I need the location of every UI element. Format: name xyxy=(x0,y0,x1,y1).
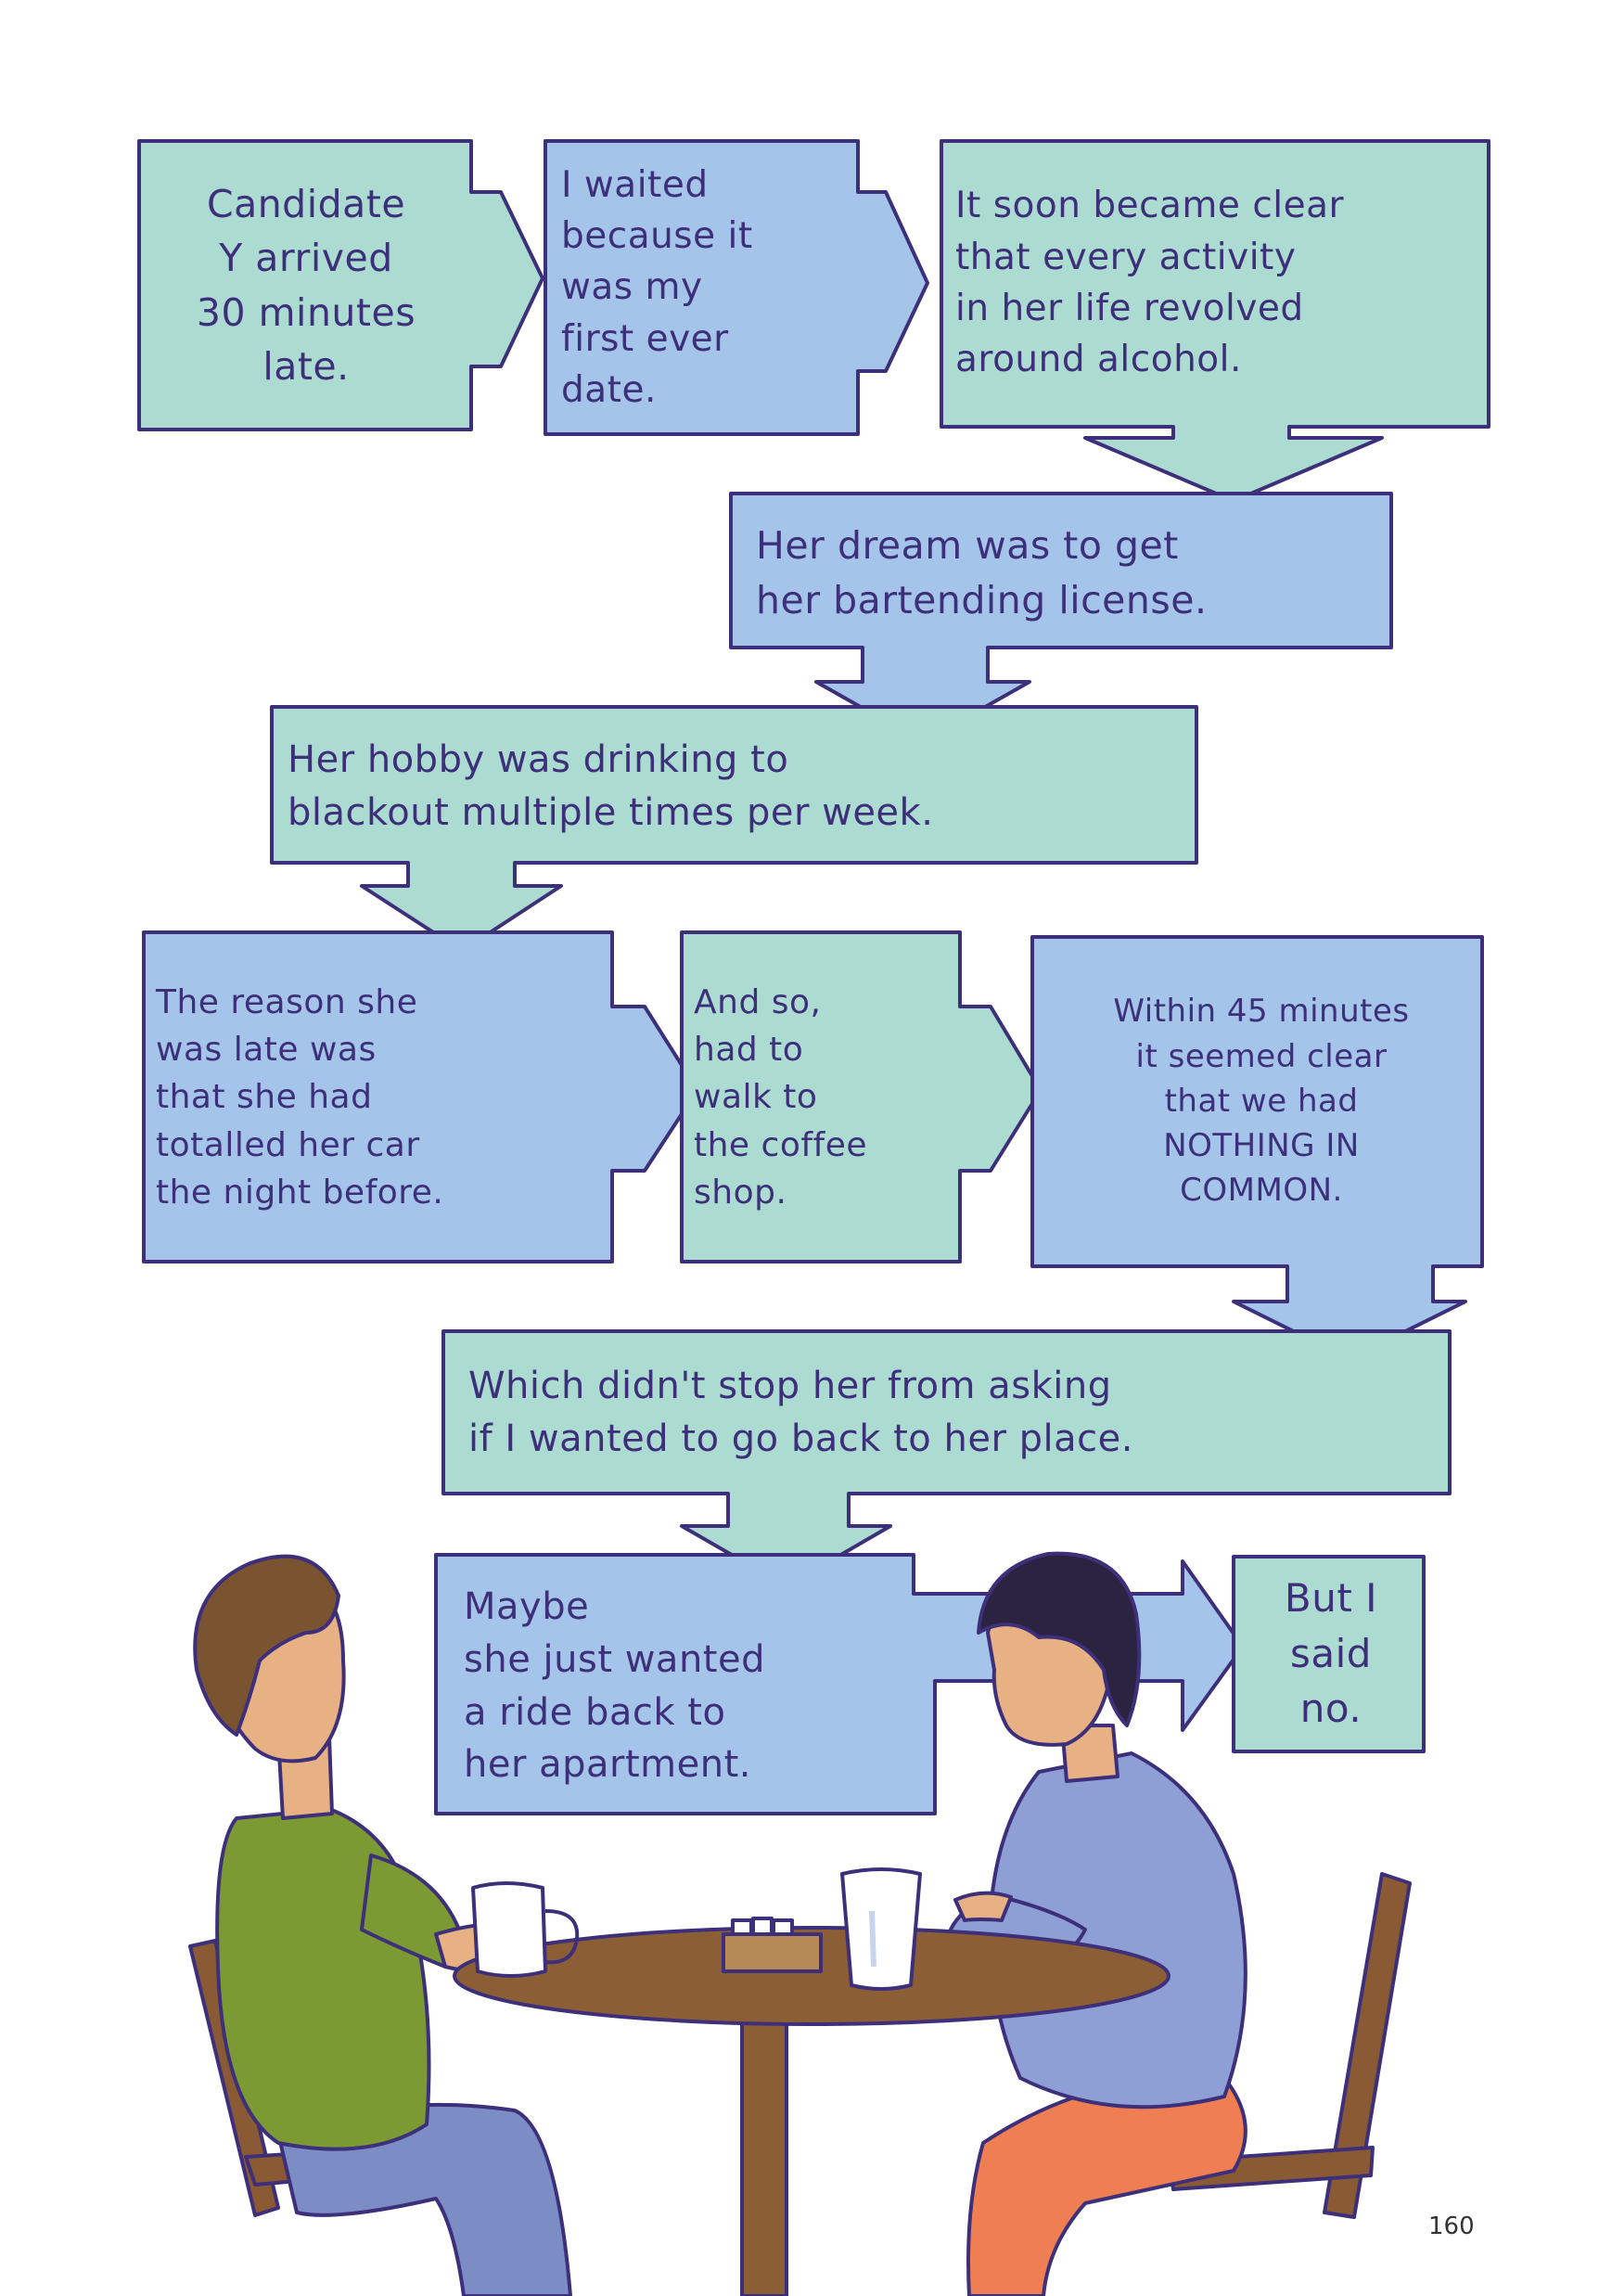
caption-box-6 xyxy=(142,930,699,1263)
caption-line: totalled her car xyxy=(156,1125,420,1164)
caption-box-5 xyxy=(270,705,1198,953)
caption-line: first ever xyxy=(561,317,729,360)
caption-line: late. xyxy=(262,343,350,389)
caption-line: was late was xyxy=(156,1031,377,1070)
water-glass xyxy=(840,1867,922,1991)
caption-line: her bartending license. xyxy=(756,577,1208,622)
page-number: 160 xyxy=(1428,2213,1475,2240)
caption-line: no. xyxy=(1299,1686,1362,1732)
caption-line: 30 minutes xyxy=(196,289,416,335)
caption-line: Maybe xyxy=(464,1584,590,1628)
caption-back-to-her-place: Which didn't stop her from asking if I w… xyxy=(468,1343,1442,1482)
caption-hobby-drinking: Her hobby was drinking to blackout multi… xyxy=(288,719,1192,853)
caption-line: Within 45 minutes xyxy=(1113,993,1410,1031)
caption-line: shop. xyxy=(694,1173,787,1212)
caption-line: that every activity xyxy=(955,236,1297,278)
caption-line: blackout multiple times per week. xyxy=(288,790,934,834)
caption-line: Candidate xyxy=(206,182,406,227)
caption-line: And so, xyxy=(694,983,822,1022)
caption-line: that we had xyxy=(1164,1082,1359,1120)
coffee-table xyxy=(453,1926,1170,2296)
caption-line: The reason she xyxy=(156,983,418,1022)
caption-line: Which didn't stop her from asking xyxy=(468,1365,1112,1408)
caption-line: NOTHING IN xyxy=(1163,1127,1360,1165)
caption-line: walk to xyxy=(694,1078,818,1117)
caption-line: the night before. xyxy=(156,1173,444,1212)
left-person xyxy=(193,1554,572,2296)
caption-line: because it xyxy=(561,214,753,257)
caption-line: she just wanted xyxy=(464,1637,765,1681)
caption-line: said xyxy=(1290,1630,1372,1676)
caption-line: in her life revolved xyxy=(955,288,1304,329)
coffee-mug xyxy=(471,1881,580,1978)
sugar-caddy xyxy=(722,1917,823,1973)
caption-totalled-car: The reason she was late was that she had… xyxy=(156,944,606,1251)
caption-line: Her dream was to get xyxy=(756,523,1179,569)
caption-line: was my xyxy=(561,266,703,309)
caption-line: a ride back to xyxy=(464,1690,726,1734)
caption-ride-back: Maybe she just wanted a ride back to her… xyxy=(464,1568,927,1804)
caption-box-2 xyxy=(544,139,929,436)
caption-line: it seemed clear xyxy=(1135,1037,1388,1075)
caption-candidate-arrived-late: Candidate Y arrived 30 minutes late. xyxy=(148,153,464,417)
caption-nothing-in-common: Within 45 minutes it seemed clear that w… xyxy=(1043,948,1479,1254)
caption-box-7 xyxy=(680,930,1043,1263)
caption-line: if I wanted to go back to her place. xyxy=(468,1417,1133,1460)
caption-i-waited: I waited because it was my first ever da… xyxy=(561,148,853,427)
caption-line: date. xyxy=(561,369,657,412)
caption-line: COMMON. xyxy=(1180,1172,1343,1210)
caption-line: But I xyxy=(1284,1575,1378,1622)
right-person xyxy=(949,1551,1247,2296)
caption-line: Y arrived xyxy=(219,236,393,281)
caption-said-no: But I said no. xyxy=(1243,1568,1419,1739)
caption-line: Her hobby was drinking to xyxy=(288,738,789,781)
caption-walk-to-coffee-shop: And so, had to walk to the coffee shop. xyxy=(694,944,958,1251)
caption-line: I waited xyxy=(561,163,709,206)
caption-line: her apartment. xyxy=(464,1743,751,1787)
caption-revolved-around-alcohol: It soon became clear that every activity… xyxy=(955,148,1484,417)
caption-line: that she had xyxy=(156,1078,373,1117)
caption-line: It soon became clear xyxy=(955,185,1345,227)
caption-box-11 xyxy=(1232,1555,1426,1753)
caption-line: the coffee xyxy=(694,1125,867,1164)
caption-box-3 xyxy=(940,139,1490,503)
caption-line: around alcohol. xyxy=(955,339,1242,381)
caption-line: had to xyxy=(694,1031,804,1070)
caption-box-1 xyxy=(137,139,544,431)
caption-bartending-license: Her dream was to get her bartending lice… xyxy=(756,506,1387,640)
